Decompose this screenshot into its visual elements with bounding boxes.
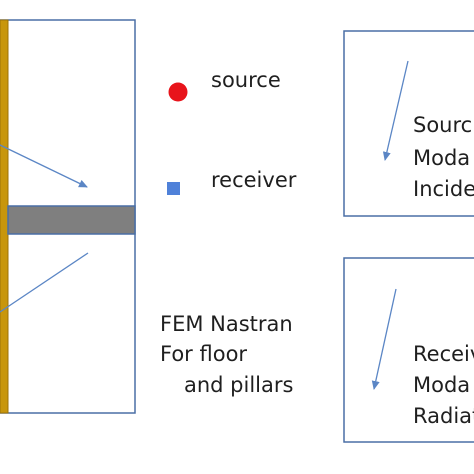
- receiver-box: [343, 257, 474, 443]
- source-box-line-1: Sourc: [413, 113, 473, 137]
- source-box: [343, 30, 474, 217]
- fem-note-line-3: and pillars: [184, 373, 294, 397]
- source-legend-label: source: [211, 68, 281, 92]
- source-box-line-3: Incide: [413, 177, 474, 201]
- source-marker: [168, 82, 188, 102]
- floor-slab: [7, 205, 136, 235]
- receiver-box-line-3: Radiat: [413, 404, 474, 428]
- pillar: [0, 19, 9, 414]
- fem-note-line-1: FEM Nastran: [160, 312, 293, 336]
- receiver-marker: [167, 182, 180, 195]
- receiver-box-arrow: [371, 288, 397, 390]
- receiver-box-line-2: Moda: [413, 373, 471, 397]
- radiated-ray-line: [0, 252, 89, 313]
- incident-ray-arrow: [0, 144, 88, 188]
- receiver-legend-label: receiver: [211, 168, 297, 192]
- source-box-line-2: Moda: [413, 146, 471, 170]
- receiver-box-line-1: Receiv: [413, 342, 474, 366]
- fem-note-line-2: For floor: [160, 342, 248, 366]
- source-box-arrow: [382, 60, 409, 161]
